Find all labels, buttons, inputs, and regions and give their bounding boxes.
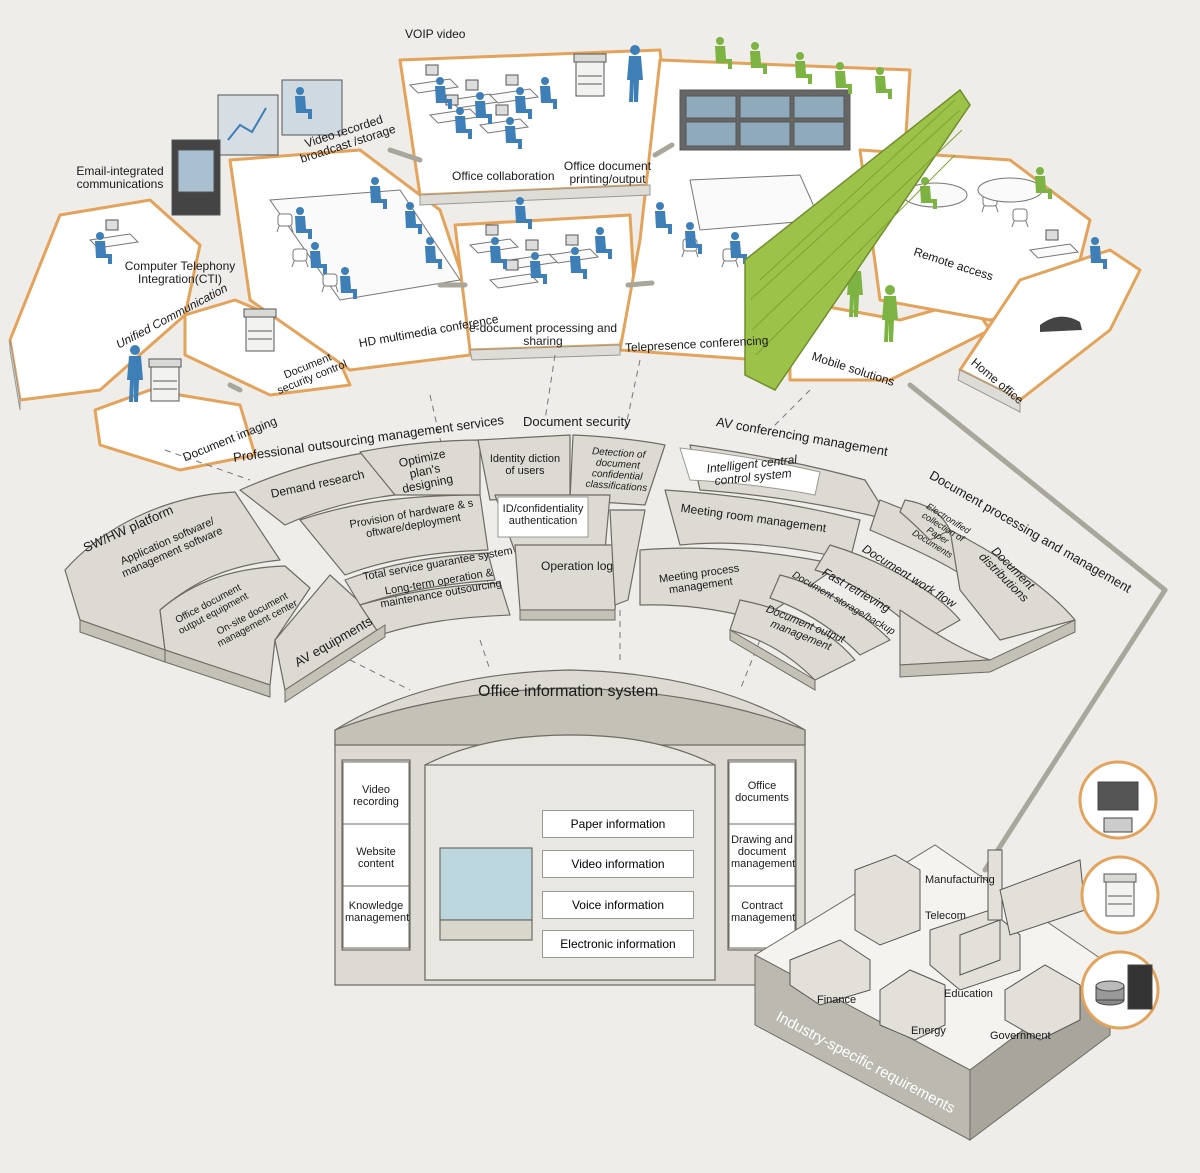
- label-telecom: Telecom: [925, 910, 966, 922]
- label-e-document: e-document processing and sharing: [468, 321, 618, 349]
- ois-center-paper: Paper information: [542, 810, 694, 838]
- ois-right-contract: Contract management: [731, 900, 796, 925]
- ois-left-knowledge-management: Knowledge management: [345, 900, 410, 925]
- label-education: Education: [944, 988, 993, 1000]
- ois-center-electronic: Electronic information: [542, 930, 694, 958]
- label-cti: Computer Telephony Integration(CTI): [124, 259, 236, 287]
- label-office-document-printing: Office document printing/output: [563, 159, 652, 187]
- ois-center-video: Video information: [542, 850, 694, 878]
- label-id-auth: ID/confidentiality authentication: [502, 503, 584, 528]
- label-identity: Identity diction of users: [489, 453, 561, 478]
- ois-left-video-recording: Video recording: [353, 784, 399, 809]
- label-energy: Energy: [911, 1025, 946, 1037]
- label-detection: Detection of document confidential class…: [585, 446, 648, 495]
- label-email-integrated: Email-integrated communications: [76, 164, 164, 192]
- label-operation-log: Operation log: [541, 559, 614, 573]
- label-manufacturing: Manufacturing: [925, 874, 995, 886]
- title-document-security: Document security: [523, 414, 631, 429]
- label-voip-video: VOIP video: [405, 27, 466, 41]
- ois-right-drawing: Drawing and document management: [731, 834, 796, 871]
- title-office-information-system: Office information system: [478, 683, 659, 700]
- label-office-collaboration: Office collaboration: [452, 169, 555, 183]
- ois-left-website-content: Website content: [356, 846, 396, 871]
- ois-right-office-documents: Office documents: [735, 780, 789, 805]
- label-government: Government: [990, 1030, 1051, 1042]
- ois-center-voice: Voice information: [542, 891, 694, 919]
- label-finance: Finance: [817, 994, 857, 1006]
